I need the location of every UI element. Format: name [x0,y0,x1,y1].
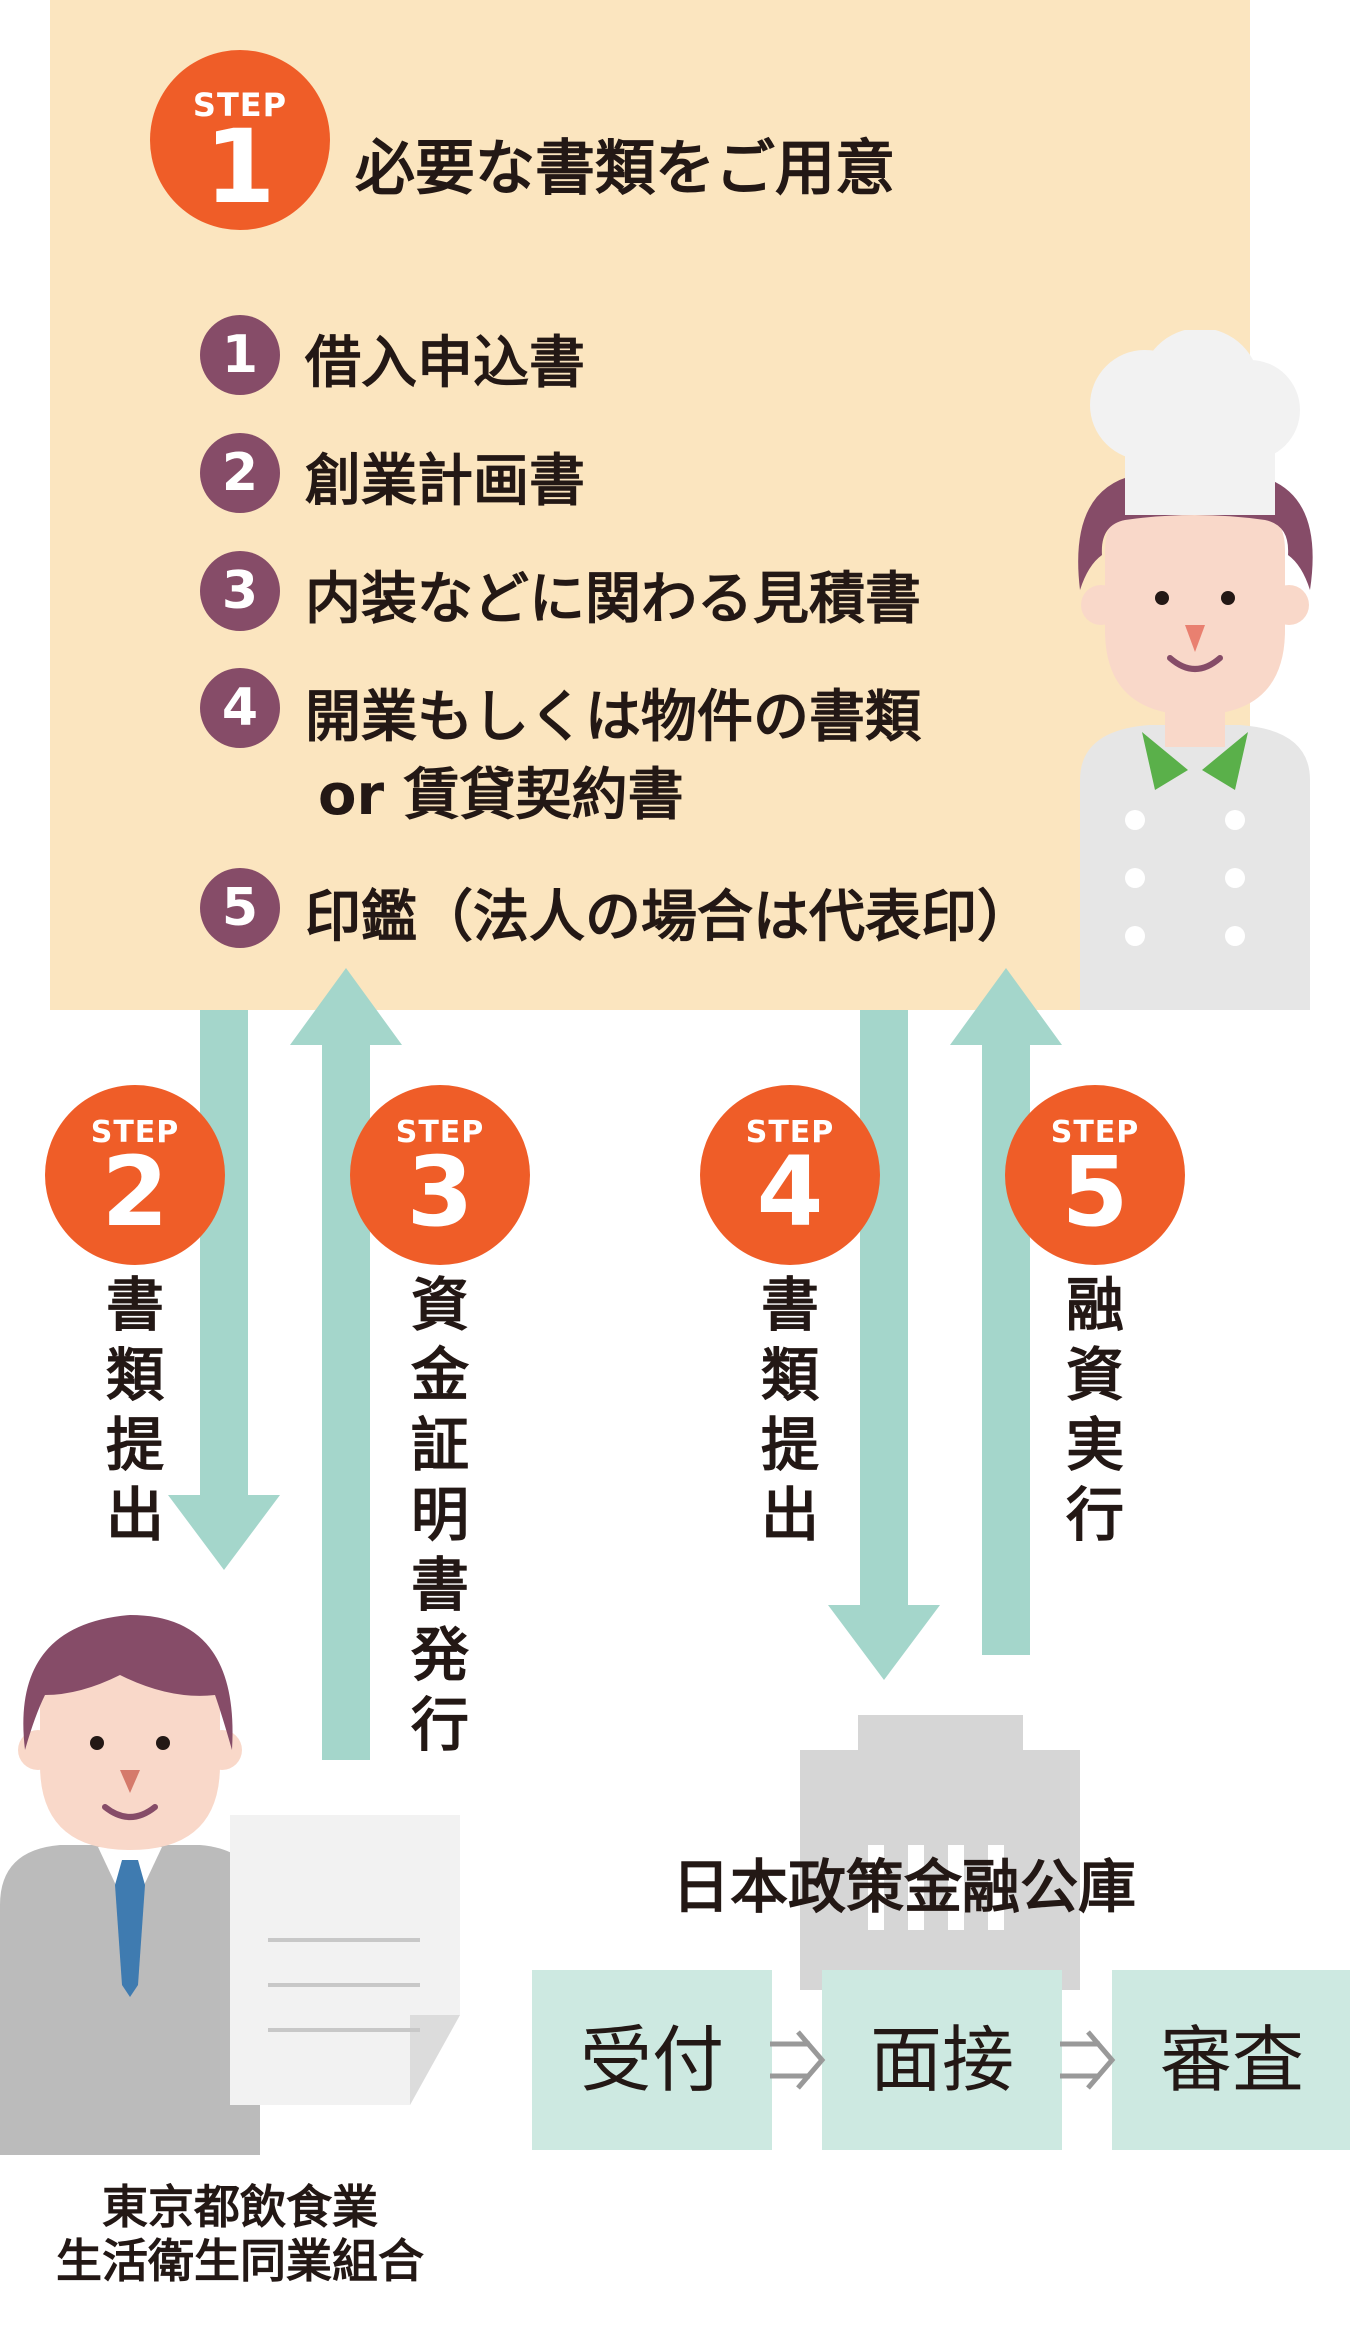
step5-badge: STEP 5 [1005,1085,1185,1265]
item-text-4: 開業もしくは物件の書類 [305,685,921,750]
process-reception: 受付 [532,1970,772,2150]
bank-building-icon [800,1715,1080,1990]
step3-badge-label: STEP [395,1115,485,1150]
step3-action: 資金証明書発行 [410,1271,469,1759]
step4-action: 書類提出 [760,1271,819,1549]
step1-badge: STEP 1 [150,50,330,230]
arrow-step2 [168,1010,280,1570]
hair [23,1615,233,1750]
chevron-right-icon [1060,2030,1116,2090]
necktie-icon [115,1860,145,1997]
item-number-5: 5 [200,868,280,948]
item-text-4-line2: or 賃貸契約書 [318,763,684,828]
union-name-line2: 生活衛生同業組合 [56,2234,424,2288]
chef-buttons [1125,810,1245,946]
suit [0,1845,260,2155]
flow-arrows [168,968,1062,1760]
step2-badge-number: 2 [101,1136,169,1248]
item-number-3: 3 [200,551,280,631]
step4-badge: STEP 4 [700,1085,880,1265]
bank-name: 日本政策金融公庫 [672,1853,1137,1921]
step3-badge-number: 3 [406,1136,474,1248]
chef-scarf [1142,732,1248,790]
union-name-line1: 東京都飲食業 [102,2180,378,2234]
process-interview: 面接 [822,1970,1062,2150]
step1-badge-number: 1 [204,108,276,227]
item-number-1: 1 [200,315,280,395]
item-text-5: 印鑑（法人の場合は代表印） [305,885,1033,950]
document-icon [230,1815,460,2105]
step1-title: 必要な書類をご用意 [355,134,895,204]
arrow-step4 [828,1010,940,1680]
step4-badge-label: STEP [745,1115,835,1150]
chevron-right-icon [770,2030,826,2090]
step1-badge-label: STEP [192,86,288,124]
step2-badge: STEP 2 [45,1085,225,1265]
item-text-3: 内装などに関わる見積書 [305,567,921,632]
step3-badge: STEP 3 [350,1085,530,1265]
item-number-2: 2 [200,433,280,513]
chef-illustration [1078,330,1313,1010]
process-review: 審査 [1112,1970,1350,2150]
item-number-4: 4 [200,668,280,748]
step5-action: 融資実行 [1065,1271,1124,1549]
arrow-step3 [290,968,402,1760]
item-text-2: 創業計画書 [305,449,585,514]
step2-badge-label: STEP [90,1115,180,1150]
step2-action: 書類提出 [105,1271,164,1549]
face [40,1645,220,1850]
chef-face [1105,490,1285,715]
step5-badge-number: 5 [1061,1136,1129,1248]
step4-badge-number: 4 [756,1136,824,1248]
arrow-step5 [950,968,1062,1655]
union-representative-illustration [0,1615,460,2155]
union-name: 東京都飲食業 生活衛生同業組合 [0,2180,480,2288]
item-text-1: 借入申込書 [305,331,585,396]
step5-badge-label: STEP [1050,1115,1140,1150]
chef-hat [1090,330,1300,515]
